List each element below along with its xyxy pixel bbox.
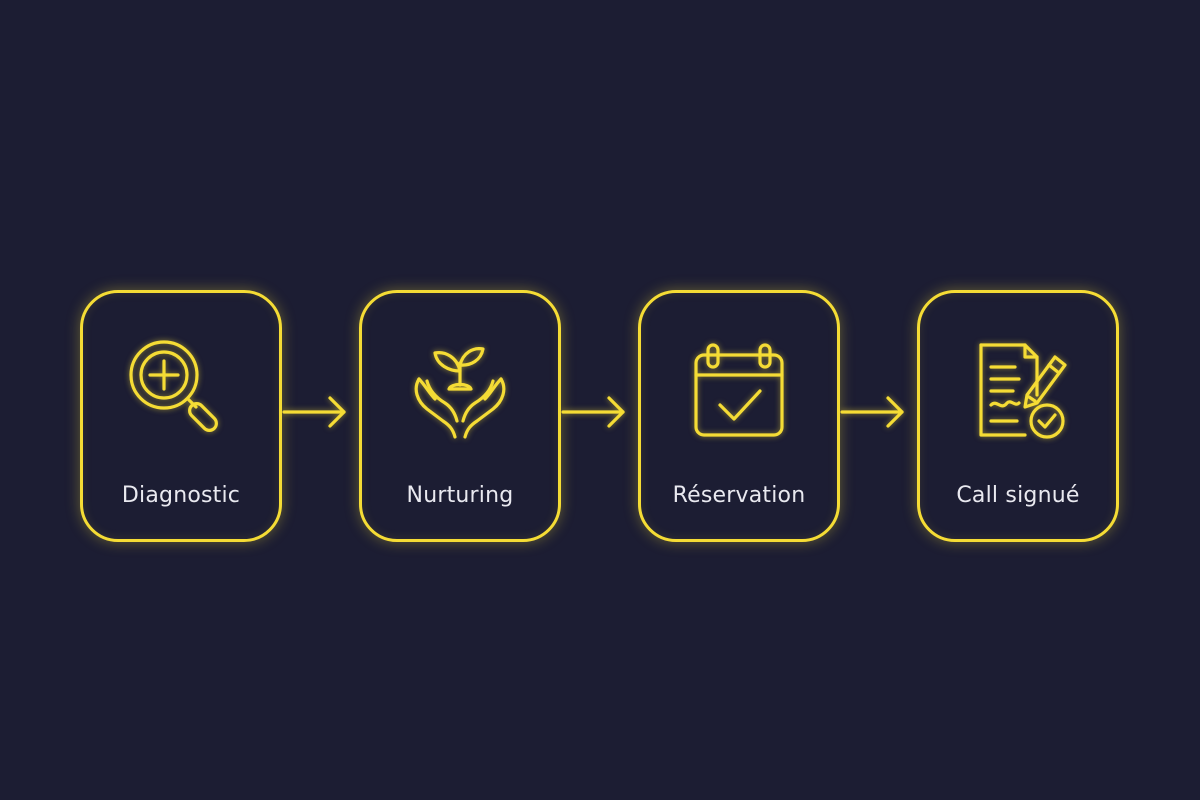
step-nurturing: Nurturing (359, 290, 561, 542)
hands-sprout-icon (405, 341, 515, 451)
step-label: Call signué (956, 483, 1080, 508)
step-label: Réservation (672, 483, 806, 508)
step-reservation: Réservation (638, 290, 840, 542)
arrow-right-icon (282, 395, 348, 429)
step-call-signed: Call signué (917, 290, 1119, 542)
magnifier-plus-icon (126, 340, 236, 451)
arrow-right-icon (840, 395, 906, 429)
step-label: Diagnostic (121, 483, 241, 508)
calendar-check-icon (684, 341, 794, 451)
step-diagnostic: Diagnostic (80, 290, 282, 542)
step-label: Nurturing (406, 483, 514, 508)
contract-signed-icon (963, 341, 1073, 451)
arrow-right-icon (561, 395, 627, 429)
